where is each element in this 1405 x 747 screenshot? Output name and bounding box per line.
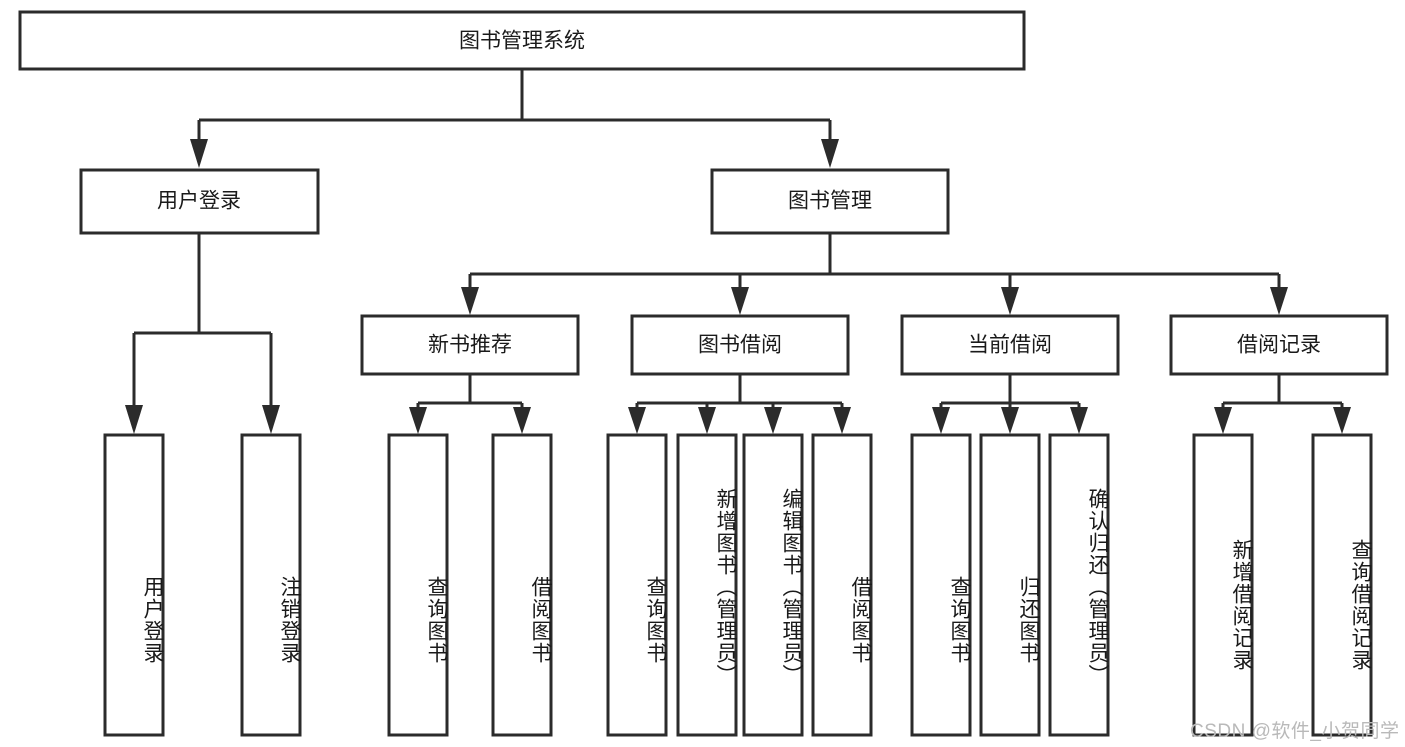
leaf-box-borrow-record-1[interactable] <box>1192 433 1254 737</box>
arrow-head-leaf-bookborrow-3 <box>764 407 782 434</box>
arrow-head-user-login <box>190 139 208 168</box>
arrow-head-leaf-bookborrow-1 <box>628 407 646 434</box>
node-borrow-record-box[interactable] <box>1169 314 1389 376</box>
arrow-head-book-borrow <box>731 287 749 315</box>
arrow-head-leaf-borrowrecord-2 <box>1333 407 1351 434</box>
leaf-box-new-book-recommend-1[interactable] <box>387 433 449 737</box>
leaf-box-borrow-record-2[interactable] <box>1311 433 1373 737</box>
arrow-head-leaf-currentborrow-3 <box>1070 407 1088 434</box>
leaf-box-book-borrow-2[interactable] <box>676 433 738 737</box>
leaf-box-current-borrow-1[interactable] <box>910 433 972 737</box>
arrow-head-borrow-record <box>1270 287 1288 315</box>
connector-group <box>125 69 1351 434</box>
arrow-head-new-book-recommend <box>461 287 479 315</box>
arrow-head-leaf-user-login-2 <box>262 405 280 434</box>
leaf-box-user-login-1[interactable] <box>103 433 165 737</box>
arrow-head-leaf-bookborrow-4 <box>833 407 851 434</box>
node-book-borrow[interactable]: 图书借阅 <box>630 314 850 376</box>
node-user-login-label: 用户登录 <box>157 190 241 213</box>
node-book-management-box[interactable] <box>710 168 950 235</box>
node-root-label: 图书管理系统 <box>459 30 585 53</box>
arrow-head-book-mgmt <box>821 139 839 168</box>
node-book-borrow-label: 图书借阅 <box>698 334 782 357</box>
csdn-watermark: CSDN @软件_小贺同学 <box>1190 721 1400 742</box>
leaf-box-book-borrow-3[interactable] <box>742 433 804 737</box>
node-borrow-record[interactable]: 借阅记录 <box>1169 314 1389 376</box>
leaf-box-user-login-2[interactable] <box>240 433 302 737</box>
node-root-box[interactable] <box>18 10 1026 71</box>
arrow-head-leaf-user-login-1 <box>125 405 143 434</box>
node-current-borrow[interactable]: 当前借阅 <box>900 314 1120 376</box>
leaf-box-book-borrow-1[interactable] <box>606 433 668 737</box>
arrow-head-leaf-newbook-2 <box>513 407 531 434</box>
node-book-management[interactable]: 图书管理 <box>710 168 950 235</box>
leaf-box-current-borrow-3[interactable] <box>1048 433 1110 737</box>
node-user-login-box[interactable] <box>79 168 320 235</box>
node-current-borrow-box[interactable] <box>900 314 1120 376</box>
arrow-head-leaf-bookborrow-2 <box>698 407 716 434</box>
leaf-box-book-borrow-4[interactable] <box>811 433 873 737</box>
node-new-book-recommend[interactable]: 新书推荐 <box>360 314 580 376</box>
arrow-head-leaf-newbook-1 <box>409 407 427 434</box>
node-borrow-record-label: 借阅记录 <box>1237 334 1321 357</box>
node-current-borrow-label: 当前借阅 <box>968 334 1052 357</box>
leaf-box-current-borrow-2[interactable] <box>979 433 1041 737</box>
arrow-head-leaf-borrowrecord-1 <box>1214 407 1232 434</box>
arrow-head-current-borrow <box>1001 287 1019 315</box>
node-book-management-label: 图书管理 <box>788 190 872 213</box>
node-user-login[interactable]: 用户登录 <box>79 168 320 235</box>
leaf-box-new-book-recommend-2[interactable] <box>491 433 553 737</box>
node-book-borrow-box[interactable] <box>630 314 850 376</box>
node-new-book-recommend-label: 新书推荐 <box>428 334 512 357</box>
arrow-head-leaf-currentborrow-2 <box>1001 407 1019 434</box>
node-root[interactable]: 图书管理系统 <box>18 10 1026 71</box>
arrow-head-leaf-currentborrow-1 <box>932 407 950 434</box>
node-new-book-recommend-box[interactable] <box>360 314 580 376</box>
